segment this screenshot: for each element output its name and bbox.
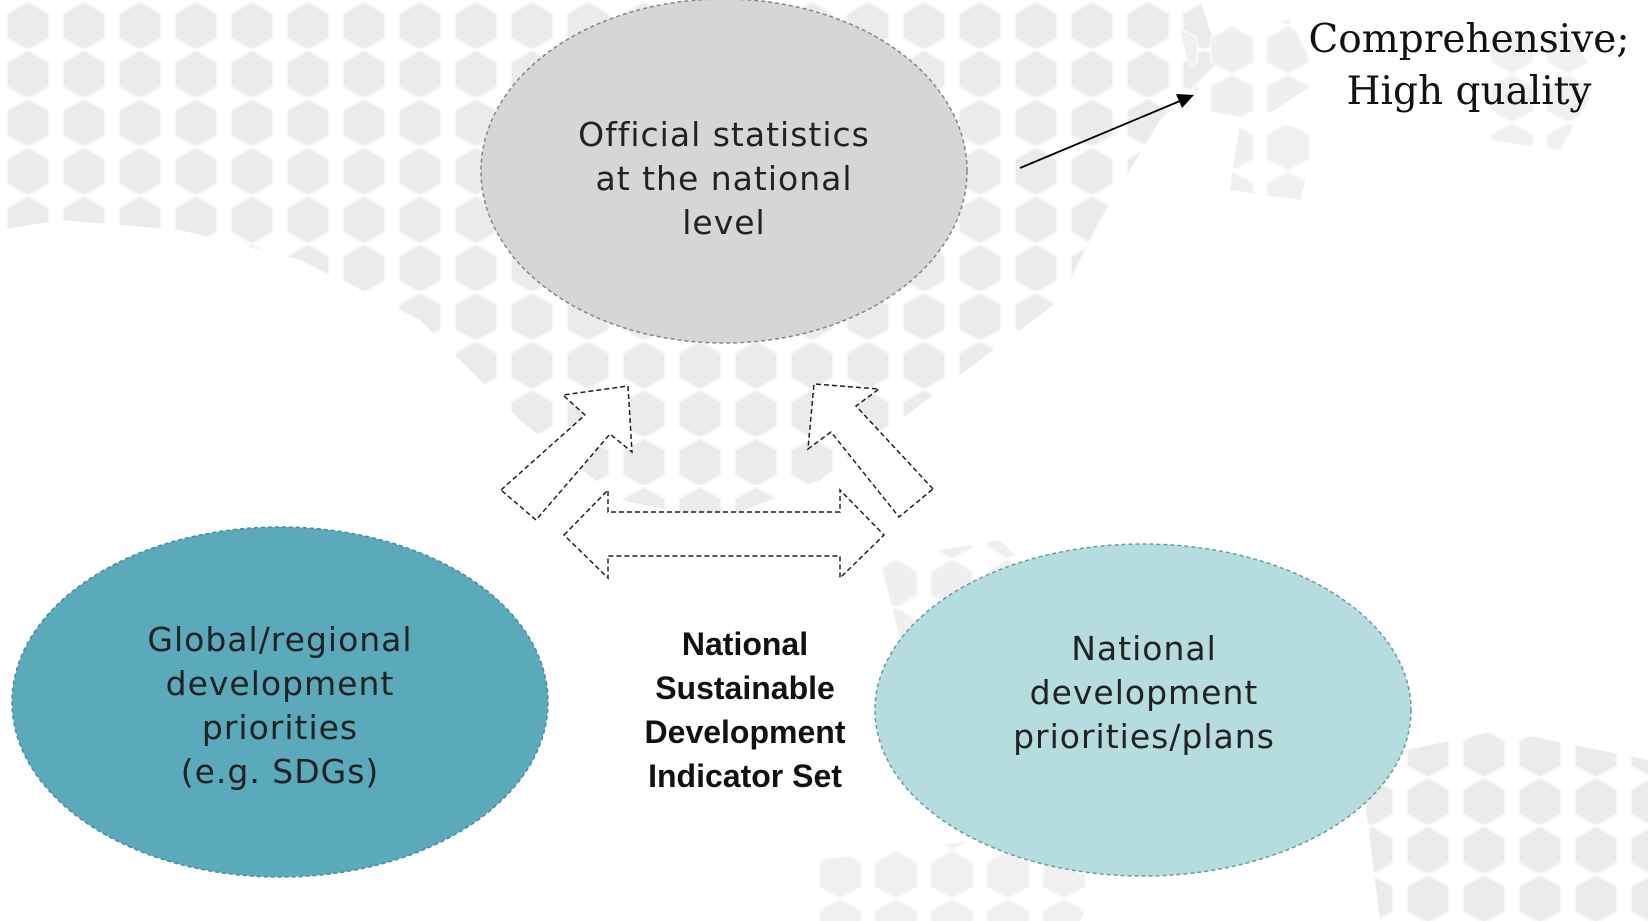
indicator-set-line-3: Development (644, 714, 846, 750)
quality-pointer-line (1019, 100, 1181, 169)
horizontal-double-arrow (562, 488, 886, 580)
official-statistics-line-3: level (682, 203, 766, 242)
official-statistics-line-1: Official statistics (578, 115, 870, 154)
official-statistics-line-2: at the national (595, 159, 853, 198)
indicator-set-label: National Sustainable Development Indicat… (595, 622, 895, 798)
global-priorities-line-3: priorities (201, 708, 359, 747)
global-priorities-node (11, 526, 549, 878)
indicator-set-line-2: Sustainable (655, 670, 835, 706)
quality-line-2: High quality (1346, 69, 1592, 114)
global-priorities-line-4: (e.g. SDGs) (180, 752, 380, 791)
national-priorities-line-2: development (1029, 673, 1259, 712)
global-priorities-line-1: Global/regional (147, 620, 413, 659)
global-priorities-text: Global/regional development priorities (… (70, 618, 490, 794)
global-priorities-line-2: development (165, 664, 395, 703)
left-upward-arrow (499, 385, 633, 522)
national-priorities-line-3: priorities/plans (1013, 717, 1275, 756)
indicator-set-line-4: Indicator Set (648, 758, 842, 794)
national-priorities-node (874, 543, 1412, 877)
national-priorities-line-1: National (1071, 629, 1217, 668)
quality-pointer-arrowhead (1176, 94, 1194, 108)
official-statistics-text: Official statistics at the national leve… (514, 113, 934, 245)
national-priorities-text: National development priorities/plans (934, 627, 1354, 759)
official-statistics-node (480, 0, 968, 344)
quality-line-1: Comprehensive; (1308, 17, 1630, 62)
quality-label: Comprehensive; High quality (1290, 14, 1648, 118)
indicator-set-line-1: National (681, 626, 809, 662)
right-upward-arrow (807, 383, 935, 519)
